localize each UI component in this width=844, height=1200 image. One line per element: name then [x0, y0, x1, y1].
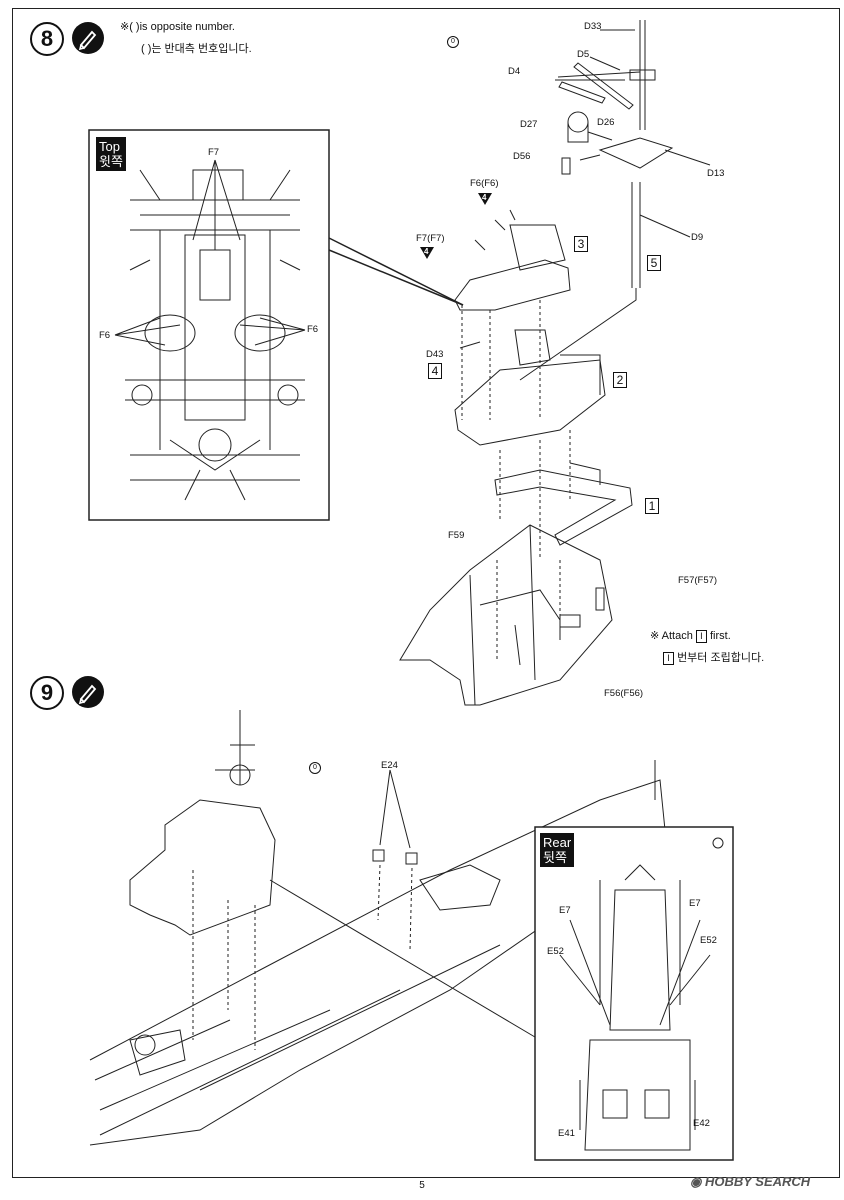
reference-mark: 0	[309, 762, 321, 774]
subassembly-4-box: 4	[428, 363, 442, 379]
rear-view-tag-ko: 뒷쪽	[543, 850, 567, 865]
step-8-badge: 8	[30, 22, 64, 56]
reference-mark: 0	[447, 36, 459, 48]
subassembly-1-box: 1	[645, 498, 659, 514]
part-label-f6f6: F6(F6)	[470, 178, 499, 189]
qty-marker-value: 4	[424, 247, 429, 256]
part-label-f6-right: F6	[307, 324, 319, 335]
rear-view-inset	[534, 826, 734, 1161]
step-number: 8	[40, 26, 54, 51]
assembly-guide-lines	[192, 300, 571, 1050]
rear-view-drawing	[559, 864, 711, 1151]
part-label-d43: D43	[426, 349, 444, 360]
attach-first-text-ko: 번부터 조립합니다.	[677, 652, 765, 664]
page-frame	[12, 8, 840, 1178]
attach-first-text: ※ Attach	[650, 630, 693, 642]
qty-marker	[478, 193, 492, 205]
subassembly-5-box: 5	[647, 255, 661, 271]
part-label-e7-left: E7	[559, 905, 571, 916]
part-label-d26: D26	[597, 117, 615, 128]
attach-first-box: I	[695, 630, 707, 643]
top-view-inset	[88, 129, 330, 521]
part-label-d9: D9	[691, 232, 704, 243]
part-label-f56f56: F56(F56)	[604, 688, 644, 699]
part-label-d5: D5	[577, 49, 590, 60]
watermark-text: HOBBY SEARCH	[704, 1174, 811, 1189]
part-label-e42: E42	[693, 1118, 710, 1129]
part-label-d27: D27	[520, 119, 538, 130]
part-label-d13: D13	[707, 168, 725, 179]
step-number: 9	[40, 680, 54, 705]
part-label-e41: E41	[558, 1128, 575, 1139]
top-view-tag-en: Top	[99, 139, 120, 154]
rear-view-tag-en: Rear	[543, 835, 572, 850]
watermark: ◉ HOBBY SEARCH	[690, 1174, 811, 1189]
glue-pen-icon	[72, 676, 104, 708]
part-label-e24: E24	[381, 760, 398, 771]
bridge-level-3	[454, 209, 571, 311]
opposite-number-note: ※( )is opposite number.	[120, 21, 235, 33]
subassembly-2-box: 2	[613, 372, 627, 388]
part-label-e52-left: E52	[547, 946, 564, 957]
part-label-d33: D33	[584, 21, 602, 32]
qty-marker	[420, 247, 434, 259]
bridge-level-1	[494, 462, 633, 546]
part-label-f6-left: F6	[99, 330, 111, 341]
page-number: 5	[419, 1180, 425, 1191]
attach-first-note: ※ Attach I first.	[650, 629, 731, 643]
top-view-bridge-drawing	[114, 159, 306, 501]
mast-parts	[519, 20, 711, 381]
part-label-f57f57: F57(F57)	[678, 575, 718, 586]
part-label-f7: F7	[208, 147, 220, 158]
part-e24	[372, 849, 385, 862]
part-label-d4: D4	[508, 66, 521, 77]
bridge-level-2	[454, 329, 606, 446]
qty-marker-value: 4	[482, 193, 487, 202]
step-9-badge: 9	[30, 676, 64, 710]
attach-first-end: first.	[709, 630, 731, 642]
attach-first-note-ko: I 번부터 조립합니다.	[663, 649, 764, 665]
part-e24	[405, 852, 418, 865]
assembled-bridge-drawing	[129, 710, 541, 1041]
part-label-e7-right: E7	[689, 898, 701, 909]
attach-first-box-ko: I	[663, 652, 674, 665]
part-label-f7f7: F7(F7)	[416, 233, 445, 244]
subassembly-3-box: 3	[574, 236, 588, 252]
opposite-number-note-ko: ( )는 반대측 번호입니다.	[141, 43, 252, 55]
part-label-e52-right: E52	[700, 935, 717, 946]
glue-pen-icon	[72, 22, 104, 54]
top-view-tag-ko: 윗쪽	[99, 154, 123, 169]
superstructure-base	[399, 524, 613, 706]
part-label-d56: D56	[513, 151, 531, 162]
part-label-f59: F59	[448, 530, 465, 541]
